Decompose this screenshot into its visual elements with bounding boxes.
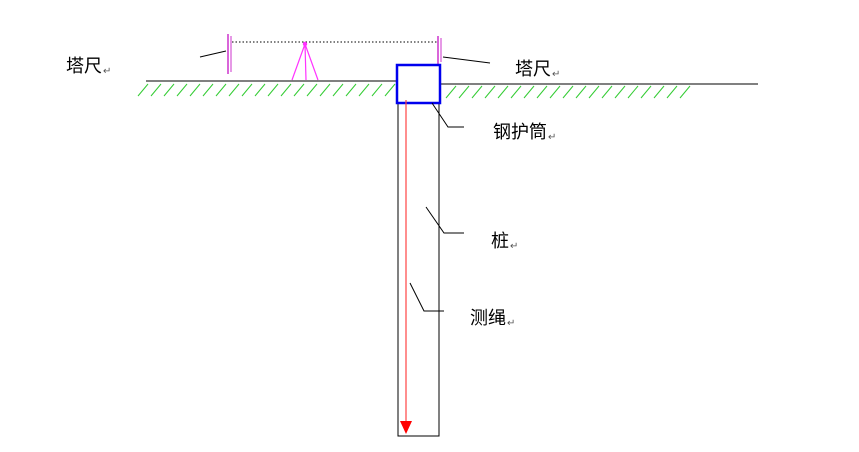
ground-hatch-mark [384,83,396,97]
ground-hatch-mark [215,83,227,97]
leader-rope [409,282,444,312]
ground-hatch-mark [510,85,522,99]
ground-hatch-mark [332,83,344,97]
ground-hatch-mark [228,83,240,97]
ground-hatch-mark [679,85,691,99]
ground-hatch-mark [627,85,639,99]
ground-hatch-mark [614,85,626,99]
leader-staff-right [442,56,491,64]
ground-hatch-mark [549,85,561,99]
ground-hatch-mark [163,83,175,97]
rope-arrow-icon [400,421,412,434]
label-pile: 桩↵ [491,231,519,252]
ground-hatch-mark [601,85,613,99]
label-rope: 测绳↵ [470,308,516,329]
ground-hatch-mark [536,85,548,99]
ground-hatch-mark [497,85,509,99]
ground-hatch-right [445,85,691,99]
label-staff-left: 塔尺↵ [66,56,112,77]
ground-hatch-mark [471,85,483,99]
ground-hatch-mark [202,83,214,97]
ground-hatch-mark [640,85,652,99]
ground-hatch-mark [666,85,678,99]
ground-hatch-mark [458,85,470,99]
ground-hatch-mark [306,83,318,97]
ground-hatch-mark [653,85,665,99]
ground-hatch-left [137,83,396,97]
ground-hatch-mark [137,83,149,97]
ground-hatch-mark [150,83,162,97]
ground-hatch-mark [280,83,292,97]
steel-casing [395,63,442,105]
ground-hatch-mark [484,85,496,99]
ground-hatch-mark [254,83,266,97]
leader-pile [425,206,464,234]
leader-casing [431,102,464,128]
ground-hatch-mark [445,85,457,99]
ground-hatch-mark [358,83,370,97]
ground-hatch-mark [293,83,305,97]
ground-hatch-mark [588,85,600,99]
ground-hatch-mark [189,83,201,97]
ground-hatch-mark [523,85,535,99]
ground-hatch-mark [267,83,279,97]
ground-hatch-mark [371,83,383,97]
ground-hatch-mark [319,83,331,97]
ground-hatch-mark [562,85,574,99]
label-casing: 钢护筒↵ [493,122,557,143]
ground-hatch-mark [345,83,357,97]
ground-hatch-mark [575,85,587,99]
level-tripod-icon [291,41,319,81]
leader-staff-left [199,50,227,58]
label-staff-right: 塔尺↵ [515,59,561,80]
ground-hatch-mark [176,83,188,97]
ground-hatch-mark [241,83,253,97]
pile-body [397,99,440,437]
